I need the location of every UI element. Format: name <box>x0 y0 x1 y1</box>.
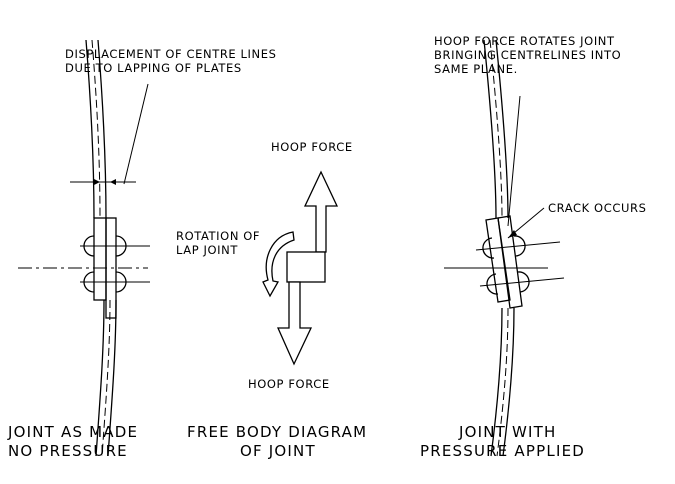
crack-occurs-label: CRACK OCCURS <box>548 201 646 215</box>
hoop-force-bottom-label: HOOP FORCE <box>248 377 330 391</box>
joint-block <box>286 251 326 283</box>
joint-as-made-drawing <box>18 39 150 457</box>
joint-with-pressure-caption-line1: JOINT WITH <box>458 423 557 441</box>
free-body-caption-line1: FREE BODY DIAGRAM <box>187 423 367 441</box>
joint-with-pressure-drawing <box>444 39 565 457</box>
free-body-caption-line2: OF JOINT <box>240 442 316 460</box>
rotation-arrow <box>262 231 295 298</box>
joint-with-pressure-caption-line2: PRESSURE APPLIED <box>420 442 585 460</box>
displacement-note-line1: DISPLACEMENT OF CENTRE LINES <box>65 47 277 61</box>
displacement-note-line2: DUE TO LAPPING OF PLATES <box>65 61 242 75</box>
rotation-label-line1: ROTATION OF <box>176 229 260 243</box>
rotation-label-line2: LAP JOINT <box>176 243 238 257</box>
hoop-force-up-arrow <box>303 170 339 253</box>
joint-as-made-caption-line2: NO PRESSURE <box>8 442 128 460</box>
free-body-diagram <box>262 170 339 366</box>
hoop-force-down-arrow <box>276 281 313 366</box>
joint-as-made-caption-line1: JOINT AS MADE <box>7 423 138 441</box>
hoop-rotates-note-line3: SAME PLANE. <box>434 62 518 76</box>
hoop-rotates-note-line1: HOOP FORCE ROTATES JOINT <box>434 34 615 48</box>
hoop-rotates-note-line2: BRINGING CENTRELINES INTO <box>434 48 621 62</box>
hoop-force-top-label: HOOP FORCE <box>271 140 353 154</box>
